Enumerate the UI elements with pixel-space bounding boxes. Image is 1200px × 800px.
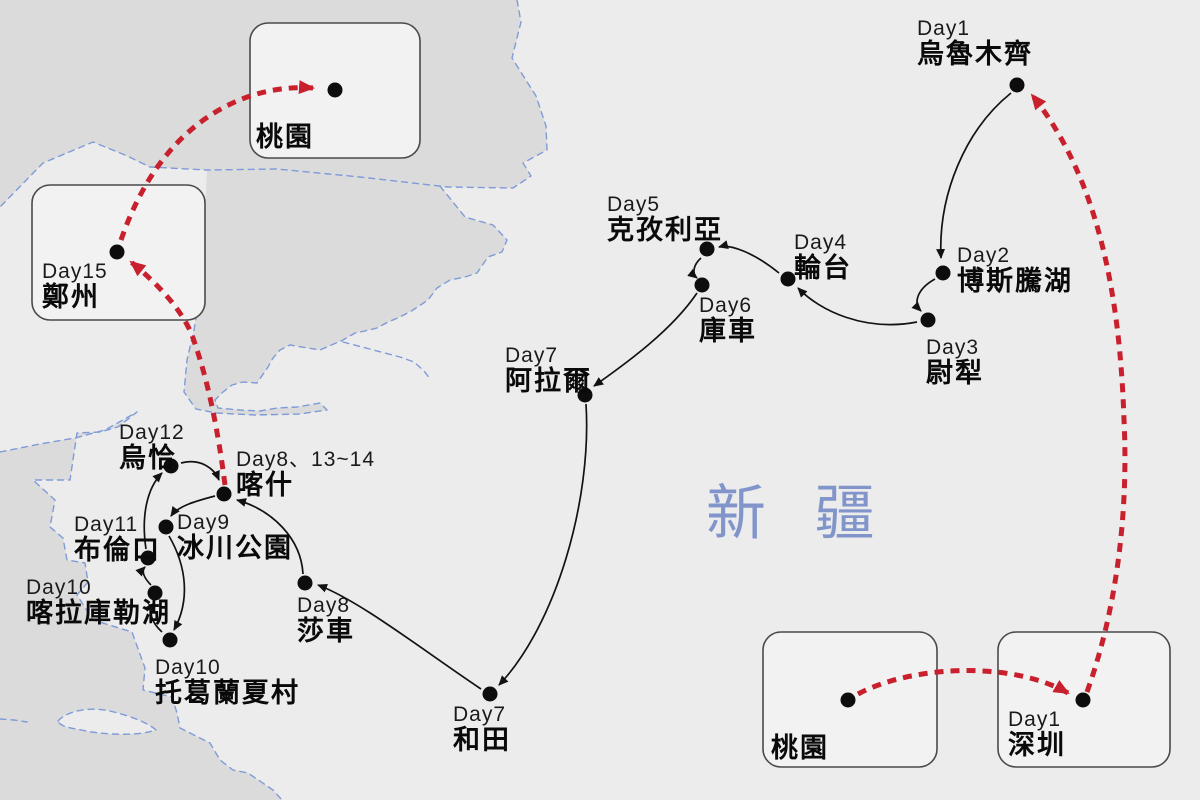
stop-dot-taoyuan-north bbox=[327, 82, 343, 98]
stop-day-label-hetian: Day7 bbox=[453, 703, 506, 726]
stop-city-label-bosten: 博斯騰湖 bbox=[957, 265, 1073, 296]
stop-city-label-tuogelan: 托葛蘭夏村 bbox=[155, 678, 300, 708]
flight-route-shenzhen-to-urumqi bbox=[1030, 93, 1128, 693]
stop-dot-tuogelan bbox=[162, 632, 178, 648]
stop-dot-wuqia bbox=[163, 458, 179, 474]
drive-route-luntai-to-keziliya bbox=[718, 240, 780, 274]
stop-city-label-taoyuan-south: 桃園 bbox=[771, 733, 829, 763]
region-label-xinjiang: 新 疆 bbox=[706, 480, 891, 547]
stop-day-label-bosten: Day2 bbox=[957, 244, 1010, 267]
border-southeast-spur bbox=[342, 341, 432, 381]
drive-route-bosten-to-yuli bbox=[911, 278, 936, 312]
stop-dot-zhengzhou bbox=[109, 244, 125, 260]
drive-route-hetian-to-shache bbox=[317, 584, 482, 690]
drive-route-wuqia-to-kashi bbox=[180, 460, 220, 481]
stop-day-label-bulunkou: Day11 bbox=[74, 513, 138, 536]
stop-city-label-alar: 阿拉爾 bbox=[505, 365, 592, 396]
border-west-band bbox=[183, 185, 508, 416]
border-southwest bbox=[0, 411, 283, 800]
stop-dot-luntai bbox=[780, 271, 796, 287]
stop-day-label-shenzhen: Day1 bbox=[1008, 708, 1061, 731]
stop-city-label-keziliya: 克孜利亞 bbox=[607, 214, 723, 245]
stop-day-label-urumqi: Day1 bbox=[917, 17, 970, 40]
stop-city-label-bulunkou: 布倫口 bbox=[74, 534, 161, 565]
drive-route-bulunkou-to-wuqia bbox=[143, 472, 163, 550]
stop-city-label-yuli: 尉犁 bbox=[926, 358, 984, 388]
stop-city-label-taoyuan-north: 桃園 bbox=[256, 122, 314, 152]
border-lake-pocket bbox=[57, 708, 157, 735]
stop-city-label-luntai: 輪台 bbox=[794, 252, 852, 283]
drive-route-kashi-to-glacier bbox=[170, 495, 216, 517]
drive-route-yuli-to-luntai bbox=[797, 287, 918, 326]
stop-day-label-yuli: Day3 bbox=[926, 336, 979, 359]
stop-day-label-karakul: Day10 bbox=[26, 576, 92, 599]
stop-city-label-shenzhen: 深圳 bbox=[1008, 730, 1066, 760]
drive-route-tuogelan-to-karakul bbox=[145, 602, 163, 633]
border-left-edge-stub bbox=[0, 718, 28, 723]
stop-dot-taoyuan-south bbox=[840, 692, 856, 708]
stop-dot-bulunkou bbox=[140, 550, 156, 566]
stop-dots bbox=[109, 77, 1091, 708]
drive-route-keziliya-to-kuche bbox=[687, 257, 702, 279]
land-region-southwest bbox=[0, 412, 282, 800]
stop-day-label-alar: Day7 bbox=[505, 344, 558, 367]
stop-day-label-kuche: Day6 bbox=[699, 294, 752, 317]
stop-city-label-kuche: 庫車 bbox=[699, 316, 757, 346]
drive-routes bbox=[135, 92, 1012, 690]
stop-dot-hetian bbox=[482, 686, 498, 702]
stop-dot-urumqi bbox=[1009, 77, 1025, 93]
stop-day-label-wuqia: Day12 bbox=[119, 421, 185, 444]
drive-route-kuche-to-alar bbox=[593, 292, 698, 387]
stop-dot-keziliya bbox=[699, 241, 715, 257]
drive-route-glacier-to-tuogelan bbox=[168, 535, 186, 631]
flight-routes bbox=[118, 80, 1128, 697]
flight-route-taoyuan-south-to-shenzhen bbox=[856, 668, 1070, 697]
stop-city-label-shache: 莎車 bbox=[297, 616, 355, 646]
stop-city-label-hetian: 和田 bbox=[453, 725, 511, 755]
stop-day-label-glacier: Day9 bbox=[177, 511, 230, 534]
flight-route-zhengzhou-to-taoyuan-north bbox=[118, 80, 315, 241]
border-northwest bbox=[0, 0, 548, 208]
drive-route-karakul-to-bulunkou bbox=[135, 566, 152, 586]
stop-day-label-keziliya: Day5 bbox=[607, 193, 660, 216]
stop-day-label-zhengzhou: Day15 bbox=[42, 260, 108, 283]
stop-city-label-urumqi: 烏魯木齊 bbox=[917, 38, 1033, 69]
stop-dot-shenzhen bbox=[1075, 692, 1091, 708]
land-pocket-lake bbox=[58, 709, 156, 735]
stop-dot-bosten bbox=[935, 265, 951, 281]
map-borders bbox=[0, 0, 548, 800]
stop-labels: Day1烏魯木齊Day2博斯騰湖Day3尉犁Day4輪台Day5克孜利亞Day6… bbox=[26, 17, 1073, 763]
land-region-west-band bbox=[184, 169, 507, 415]
stop-dot-yuli bbox=[920, 312, 936, 328]
stop-dot-alar bbox=[577, 387, 593, 403]
drive-route-urumqi-to-bosten bbox=[936, 92, 1012, 259]
stop-city-label-wuqia: 烏恰 bbox=[119, 443, 177, 473]
stop-day-label-shache: Day8 bbox=[297, 594, 350, 617]
stop-day-label-kashi: Day8、13~14 bbox=[236, 448, 375, 471]
stop-city-label-zhengzhou: 鄭州 bbox=[42, 281, 100, 312]
stop-dot-kashi bbox=[216, 486, 232, 502]
stop-city-label-glacier: 冰川公園 bbox=[177, 533, 293, 563]
flight-route-kashi-to-zhengzhou bbox=[129, 260, 228, 486]
stop-day-label-luntai: Day4 bbox=[794, 231, 847, 254]
stop-dot-glacier bbox=[158, 519, 174, 535]
drive-route-alar-to-hetian bbox=[498, 403, 588, 686]
stop-dot-kuche bbox=[694, 277, 710, 293]
stop-dot-karakul bbox=[147, 585, 163, 601]
drive-route-shache-to-kashi bbox=[236, 498, 304, 575]
stop-day-label-tuogelan: Day10 bbox=[155, 656, 221, 679]
stop-city-label-kashi: 喀什 bbox=[236, 470, 294, 500]
stop-dot-shache bbox=[297, 575, 313, 591]
stop-city-label-karakul: 喀拉庫勒湖 bbox=[26, 597, 171, 628]
